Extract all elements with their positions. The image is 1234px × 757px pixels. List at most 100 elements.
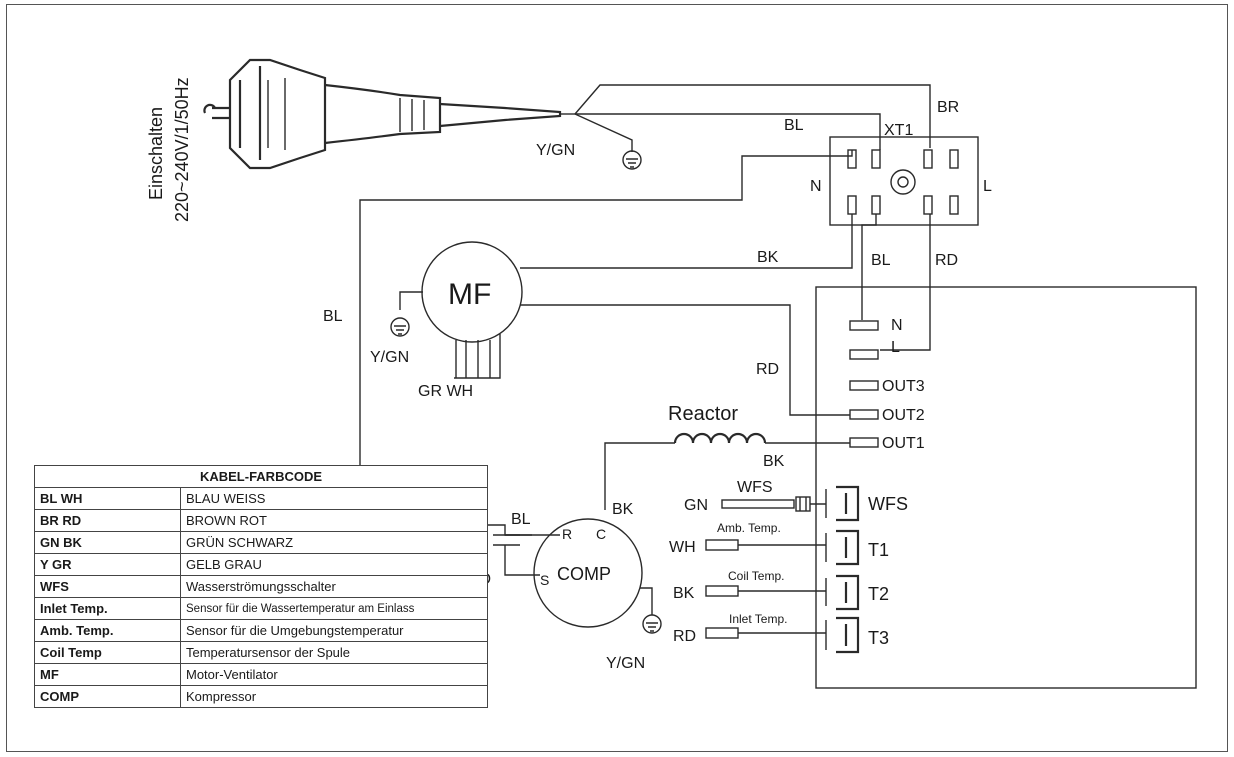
legend-row: Inlet Temp. Sensor für die Wassertempera… — [34, 597, 488, 620]
sensor-t3 — [705, 627, 826, 639]
compressor-s: S — [540, 572, 549, 588]
ground-symbol-mf — [390, 317, 410, 337]
cable-color-legend: KABEL-FARBCODE BL WH BLAU WEISS BR RD BR… — [34, 465, 488, 708]
wire-label-rd-mf: RD — [756, 361, 779, 378]
connector-t2: T2 — [868, 584, 889, 604]
legend-row: MF Motor-Ventilator — [34, 663, 488, 686]
legend-header: KABEL-FARBCODE — [34, 465, 488, 488]
board-terminal-l: L — [891, 339, 900, 356]
legend-color-code: BR RD — [34, 509, 181, 532]
ground-symbol-comp — [642, 614, 662, 634]
legend-key: COMP — [34, 685, 181, 708]
sensor-t3-caption: Inlet Temp. — [729, 612, 787, 626]
legend-color-row: Y GR GELB GRAU — [34, 553, 488, 576]
wire-label-bl-n: BL — [871, 252, 891, 269]
wire-label-bk-mf: BK — [757, 249, 779, 266]
legend-key: Coil Temp — [34, 641, 181, 664]
wire-label-ygn-plug: Y/GN — [536, 142, 575, 159]
wire-label-br: BR — [937, 99, 959, 116]
terminal-block-n-label: N — [810, 178, 822, 195]
sensor-t3-wire: RD — [673, 628, 696, 645]
wire-bl-top — [575, 113, 881, 150]
legend-color-code: BL WH — [34, 487, 181, 510]
sensor-t1-caption: Amb. Temp. — [717, 521, 781, 535]
wire-mf-ground — [399, 291, 423, 310]
sensor-wfs — [721, 496, 826, 512]
legend-value: Motor-Ventilator — [180, 663, 488, 686]
legend-key: Inlet Temp. — [34, 597, 181, 620]
wire-bk-mf — [520, 214, 853, 269]
wire-label-bk-reactor: BK — [763, 453, 785, 470]
terminal-block-l-label: L — [983, 178, 992, 195]
legend-color-row: BL WH BLAU WEISS — [34, 487, 488, 510]
power-plug — [203, 58, 575, 170]
wire-label-rd-l: RD — [935, 252, 958, 269]
connector-t3: T3 — [868, 628, 889, 648]
sensor-t1-wire: WH — [669, 539, 696, 556]
legend-key: MF — [34, 663, 181, 686]
capacitor — [493, 534, 540, 576]
fan-motor-leads — [454, 334, 501, 379]
plug-label-line1: Einschalten — [146, 107, 166, 200]
board-terminals — [849, 320, 879, 448]
sensor-t1 — [705, 539, 826, 551]
wire-label-ygn-mf: Y/GN — [370, 349, 409, 366]
board-terminal-out3: OUT3 — [882, 378, 925, 395]
sensor-t2 — [705, 585, 826, 597]
reactor-coil — [604, 432, 850, 510]
plug-label-line2: 220~240V/1/50Hz — [172, 77, 192, 222]
connector-t1: T1 — [868, 540, 889, 560]
wire-bl-n — [861, 214, 877, 320]
compressor-c: C — [596, 526, 606, 542]
legend-row: Amb. Temp. Sensor für die Umgebungstempe… — [34, 619, 488, 642]
legend-value: Wasserströmungsschalter — [180, 575, 488, 598]
board-terminal-n: N — [891, 317, 903, 334]
legend-color-name: BROWN ROT — [180, 509, 488, 532]
ground-symbol-plug — [622, 150, 642, 170]
compressor-r: R — [562, 526, 572, 542]
wire-ygn-plug — [574, 113, 633, 152]
legend-row: COMP Kompressor — [34, 685, 488, 708]
legend-row: WFS Wasserströmungsschalter — [34, 575, 488, 598]
connector-wfs: WFS — [868, 494, 908, 514]
diagram-frame — [6, 4, 1228, 752]
board-terminal-out2: OUT2 — [882, 407, 925, 424]
legend-value: Sensor für die Wassertemperatur am Einla… — [180, 597, 488, 620]
terminal-block-name: XT1 — [884, 122, 913, 139]
legend-color-row: GN BK GRÜN SCHWARZ — [34, 531, 488, 554]
board-terminal-out1: OUT1 — [882, 435, 925, 452]
wire-label-bl-left: BL — [323, 308, 343, 325]
reactor-label: Reactor — [668, 403, 738, 425]
legend-color-code: Y GR — [34, 553, 181, 576]
board-connectors — [825, 485, 860, 654]
wire-label-bl-top: BL — [784, 117, 804, 134]
legend-value: Kompressor — [180, 685, 488, 708]
compressor — [533, 518, 643, 628]
legend-key: Amb. Temp. — [34, 619, 181, 642]
wire-br — [574, 84, 931, 148]
compressor-label: COMP — [557, 564, 611, 584]
control-board — [815, 286, 1197, 689]
legend-value: Temperatursensor der Spule — [180, 641, 488, 664]
sensor-t2-wire: BK — [673, 585, 695, 602]
wire-label-bl-comp: BL — [511, 511, 531, 528]
wire-label-gr-wh: GR WH — [418, 383, 473, 400]
wire-label-ygn-comp: Y/GN — [606, 655, 645, 672]
wire-comp-ground — [640, 587, 653, 615]
legend-row: Coil Temp Temperatursensor der Spule — [34, 641, 488, 664]
wire-rd-l — [880, 214, 931, 351]
legend-color-name: GRÜN SCHWARZ — [180, 531, 488, 554]
sensor-wfs-caption: WFS — [737, 479, 773, 496]
legend-color-code: GN BK — [34, 531, 181, 554]
wire-label-bk-comp: BK — [612, 501, 634, 518]
legend-key: WFS — [34, 575, 181, 598]
legend-value: Sensor für die Umgebungstemperatur — [180, 619, 488, 642]
wire-rd-mf — [520, 304, 850, 416]
legend-color-row: BR RD BROWN ROT — [34, 509, 488, 532]
legend-color-name: BLAU WEISS — [180, 487, 488, 510]
sensor-t2-caption: Coil Temp. — [728, 569, 784, 583]
legend-color-name: GELB GRAU — [180, 553, 488, 576]
wire-bl-left — [359, 150, 853, 536]
sensor-wfs-wire: GN — [684, 497, 708, 514]
